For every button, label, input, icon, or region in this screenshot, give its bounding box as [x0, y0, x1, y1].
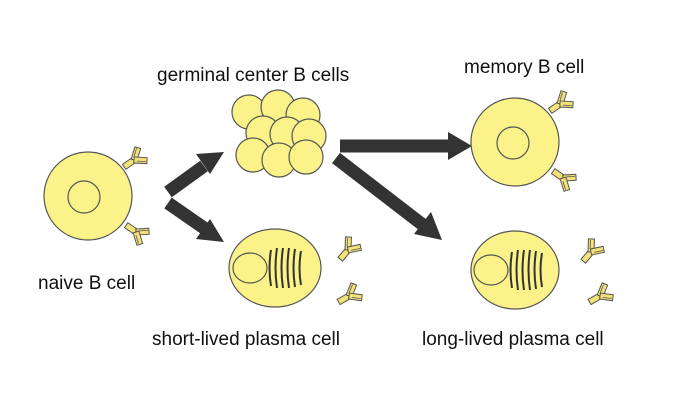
endoplasmic-reticulum-icon: [509, 249, 543, 291]
naive-b-cell: [43, 144, 153, 248]
germinal-center-b-cells: [231, 89, 327, 178]
memory-b-cell-label: memory B cell: [464, 57, 585, 78]
antibody-icon: [331, 233, 365, 267]
short-lived-plasma-cell-label: short-lived plasma cell: [152, 329, 340, 350]
endoplasmic-reticulum-icon: [268, 247, 302, 289]
memory-b-cell: [470, 88, 580, 194]
antibody-icon: [332, 280, 366, 312]
arrow-germinal-to-long-lived: [332, 152, 442, 240]
antibody-icon: [119, 216, 153, 248]
antibody-icon: [583, 280, 617, 312]
arrow-naive-to-germinal: [164, 152, 224, 198]
arrow-naive-to-short-lived: [164, 197, 224, 242]
long-lived-plasma-cell-label: long-lived plasma cell: [422, 329, 604, 350]
naive-b-cell-label: naive B cell: [38, 273, 136, 294]
short-lived-plasma-cell: [228, 228, 366, 312]
arrow-germinal-to-memory: [340, 132, 472, 160]
long-lived-plasma-cell: [470, 230, 617, 312]
germinal-center-label: germinal center B cells: [157, 65, 350, 86]
antibody-icon: [546, 162, 580, 194]
antibody-icon: [574, 235, 608, 269]
